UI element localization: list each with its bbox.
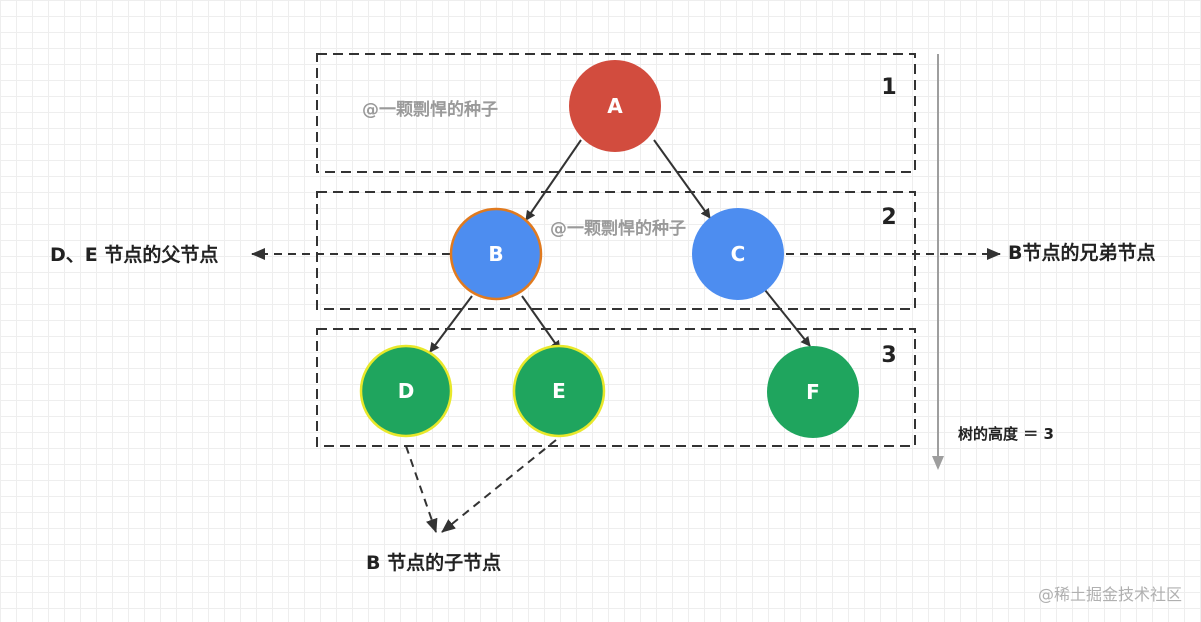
node-d-label: D <box>398 379 415 403</box>
node-d-circle <box>359 344 453 438</box>
level-1-box <box>316 53 916 173</box>
node-e-label: E <box>552 379 566 403</box>
edge-c-f <box>764 289 811 347</box>
node-f: F <box>767 346 859 438</box>
level-1-number: 1 <box>881 75 896 100</box>
node-c-label: C <box>731 242 746 266</box>
level-2-box <box>316 191 916 310</box>
node-a-label: A <box>607 94 623 118</box>
edge-a-b <box>525 139 582 221</box>
node-f-circle <box>767 346 859 438</box>
node-e: E <box>512 344 606 438</box>
node-b-label: B <box>488 242 503 266</box>
level-3-number: 3 <box>881 343 896 368</box>
node-a-circle <box>569 60 661 152</box>
edge-d-to-children-label <box>405 445 438 533</box>
level-3-box <box>316 328 916 447</box>
node-b: B <box>449 207 543 301</box>
node-c-circle <box>692 208 784 300</box>
edge-b-d <box>429 295 473 353</box>
node-e-circle <box>512 344 606 438</box>
watermark-top: @一颗剽悍的种子 <box>362 99 498 120</box>
edge-a-c <box>653 139 711 219</box>
tree-height-label: 树的高度 ＝ 3 <box>958 425 1054 443</box>
edge-b-e <box>521 295 561 351</box>
sibling-annotation: B节点的兄弟节点 <box>1008 241 1155 264</box>
children-annotation: B 节点的子节点 <box>366 551 501 574</box>
node-b-circle <box>449 207 543 301</box>
brand-watermark: @稀土掘金技术社区 <box>1038 585 1182 604</box>
watermark-middle: @一颗剽悍的种子 <box>550 218 686 239</box>
node-a: A <box>569 60 661 152</box>
node-c: C <box>692 208 784 300</box>
edge-e-to-children-label <box>441 439 557 533</box>
height-arrow-head <box>932 456 944 470</box>
level-2-number: 2 <box>881 205 896 230</box>
parent-annotation: D、E 节点的父节点 <box>50 243 218 266</box>
node-d: D <box>359 344 453 438</box>
node-f-label: F <box>806 380 820 404</box>
